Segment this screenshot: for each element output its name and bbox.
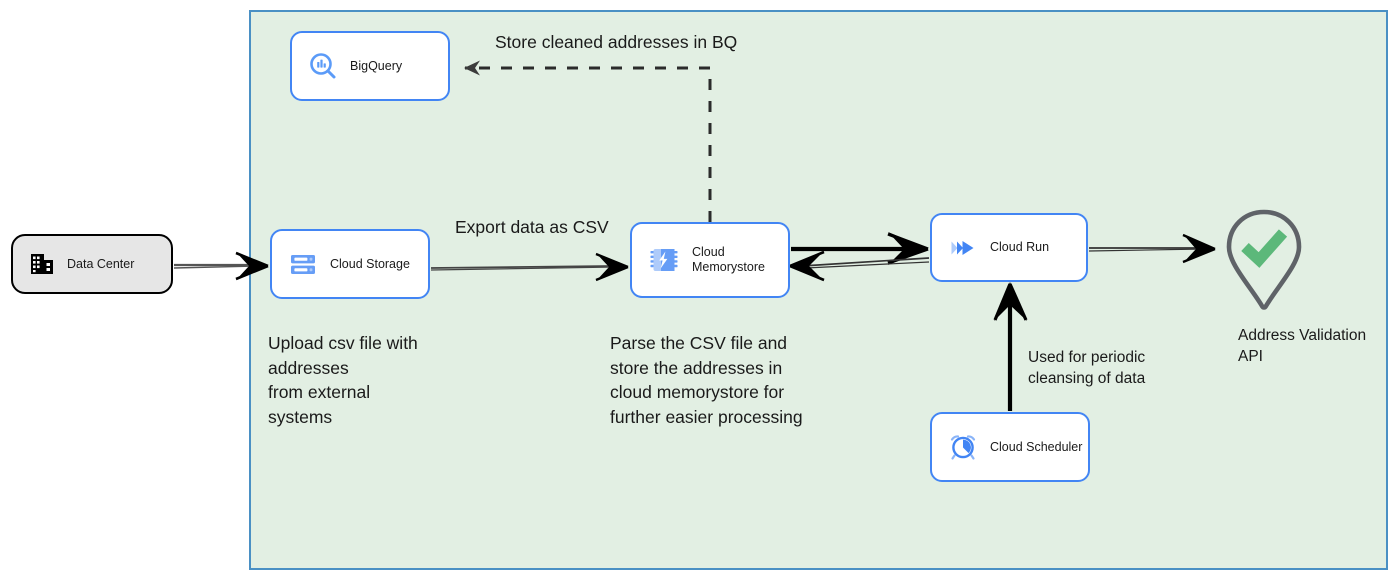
cloud-run-icon: [932, 233, 990, 263]
bigquery-icon: [292, 51, 350, 81]
node-label-bigquery: BigQuery: [350, 58, 403, 73]
cloud-memorystore-icon: [632, 244, 692, 276]
data-center-building-icon: [13, 251, 67, 277]
cloud-storage-icon: [272, 249, 330, 279]
node-cloud-scheduler[interactable]: Cloud Scheduler: [930, 412, 1090, 482]
cloud-scheduler-alarm-clock-icon: [932, 432, 990, 462]
node-label-cloud-scheduler: Cloud Scheduler: [990, 439, 1083, 454]
annotation-store-cleaned-addresses: Store cleaned addresses in BQ: [495, 32, 738, 52]
node-label-cloud-storage: Cloud Storage: [330, 256, 410, 271]
node-address-validation-api[interactable]: [1218, 206, 1310, 314]
annotation-periodic-cleansing-note: Used for periodic cleansing of data: [1028, 349, 1146, 387]
node-cloud-storage[interactable]: Cloud Storage: [270, 229, 430, 299]
annotation-export-data-as-csv: Export data as CSV: [455, 217, 609, 237]
google-cloud-boundary: [249, 10, 1388, 570]
label-address-validation-api: Address Validation API: [1238, 327, 1367, 365]
map-pin-check-icon: [1226, 209, 1302, 310]
node-cloud-memorystore[interactable]: Cloud Memorystore: [630, 222, 790, 298]
annotation-parse-csv-note: Parse the CSV file and store the address…: [610, 333, 803, 427]
node-bigquery[interactable]: BigQuery: [290, 31, 450, 101]
node-label-data-center: Data Center: [67, 256, 135, 271]
node-label-cloud-memorystore: Cloud Memorystore: [692, 245, 765, 274]
annotation-upload-csv-note: Upload csv file with addresses from exte…: [268, 333, 418, 427]
node-label-cloud-run: Cloud Run: [990, 240, 1050, 254]
node-cloud-run[interactable]: Cloud Run: [930, 213, 1088, 282]
node-data-center[interactable]: Data Center: [11, 234, 173, 294]
